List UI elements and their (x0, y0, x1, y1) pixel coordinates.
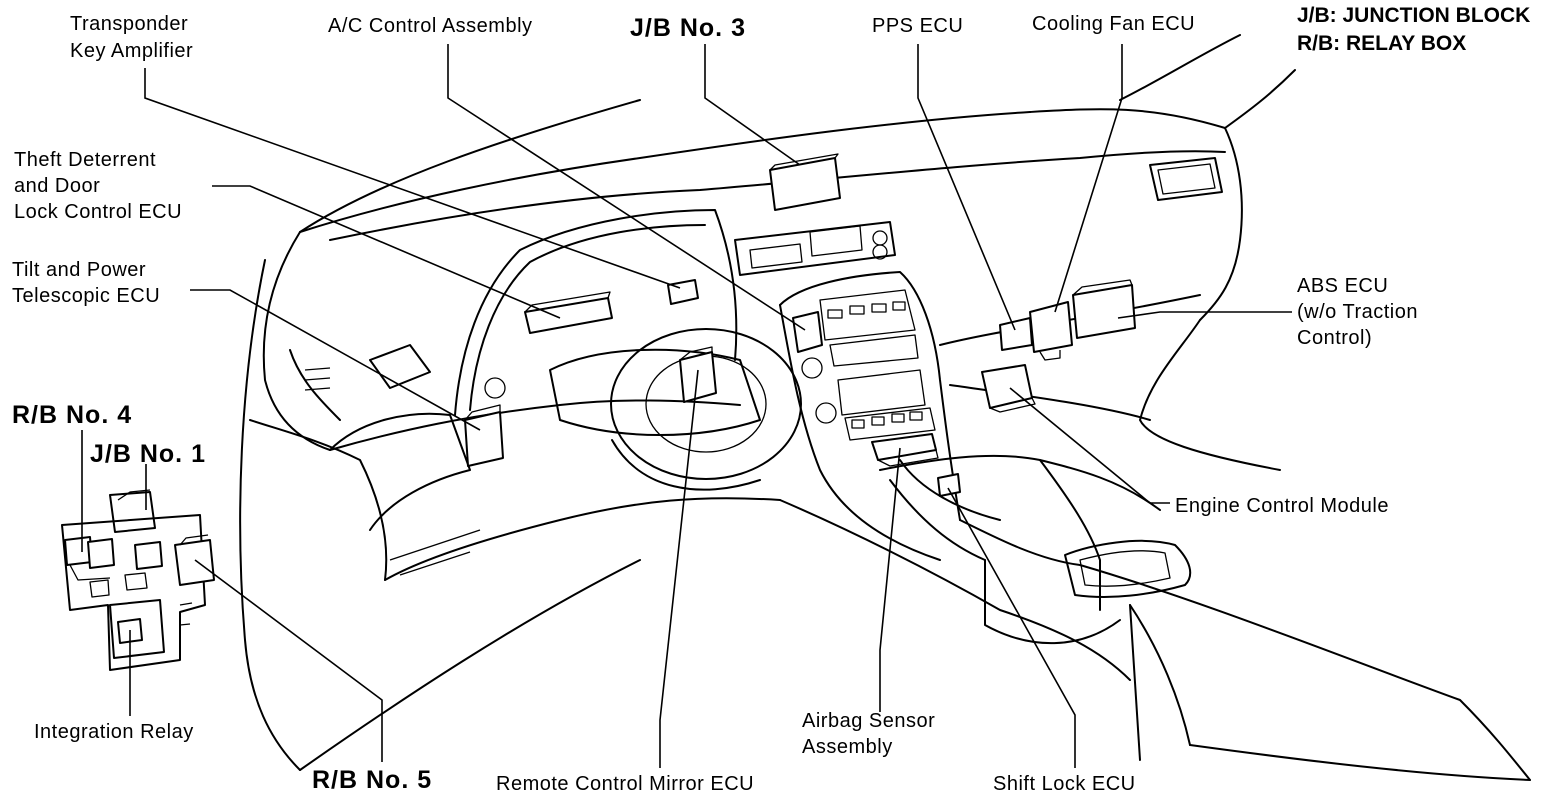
abs-ecu-box (1072, 279, 1136, 339)
cooling-fan-box (1029, 301, 1073, 361)
theft-deterrent-box (524, 291, 613, 334)
component-boxes (464, 153, 1136, 497)
jb1-cluster (61, 489, 215, 671)
label-shift-lock: Shift Lock ECU (993, 773, 1136, 795)
label-abs-line3: Control) (1297, 327, 1372, 349)
label-rb5: R/B No. 5 (312, 766, 432, 794)
label-jb3: J/B No. 3 (630, 14, 746, 42)
label-engine-control: Engine Control Module (1175, 495, 1389, 517)
label-theft-line2: and Door (14, 175, 100, 197)
legend: J/B: JUNCTION BLOCK R/B: RELAY BOX (1297, 4, 1530, 55)
label-ac-control: A/C Control Assembly (328, 15, 533, 37)
label-remote-mirror: Remote Control Mirror ECU (496, 773, 754, 795)
legend-rb: R/B: RELAY BOX (1297, 32, 1466, 55)
label-cooling-fan: Cooling Fan ECU (1032, 13, 1195, 35)
label-transponder-line2: Key Amplifier (70, 40, 193, 62)
leader-lines (81, 44, 1292, 768)
label-airbag-line2: Assembly (802, 736, 893, 758)
label-rb4: R/B No. 4 (12, 401, 132, 429)
label-jb1: J/B No. 1 (90, 440, 206, 468)
transponder-box (667, 279, 699, 305)
pps-ecu-box (999, 317, 1033, 351)
tilt-telescopic-box (464, 404, 504, 467)
center-stack-buttons (827, 301, 923, 429)
engine-control-box (981, 364, 1036, 413)
label-abs-line1: ABS ECU (1297, 275, 1388, 297)
label-tilt-line2: Telescopic ECU (12, 285, 160, 307)
dashboard-outline (239, 34, 1531, 781)
label-abs-line2: (w/o Traction (1297, 301, 1418, 323)
label-integration-relay: Integration Relay (34, 721, 194, 743)
legend-jb: J/B: JUNCTION BLOCK (1297, 4, 1530, 27)
label-theft-line1: Theft Deterrent (14, 149, 156, 171)
label-tilt-line1: Tilt and Power (12, 259, 146, 281)
ac-control-box (792, 311, 823, 353)
label-transponder-line1: Transponder (70, 13, 188, 35)
jb3-box (769, 153, 841, 211)
label-theft-line3: Lock Control ECU (14, 201, 182, 223)
label-pps-ecu: PPS ECU (872, 15, 963, 37)
label-airbag-line1: Airbag Sensor (802, 710, 935, 732)
shift-lock-box (937, 473, 961, 497)
airbag-sensor-box (871, 433, 939, 467)
labels: Transponder Key Amplifier A/C Control As… (12, 13, 1418, 795)
